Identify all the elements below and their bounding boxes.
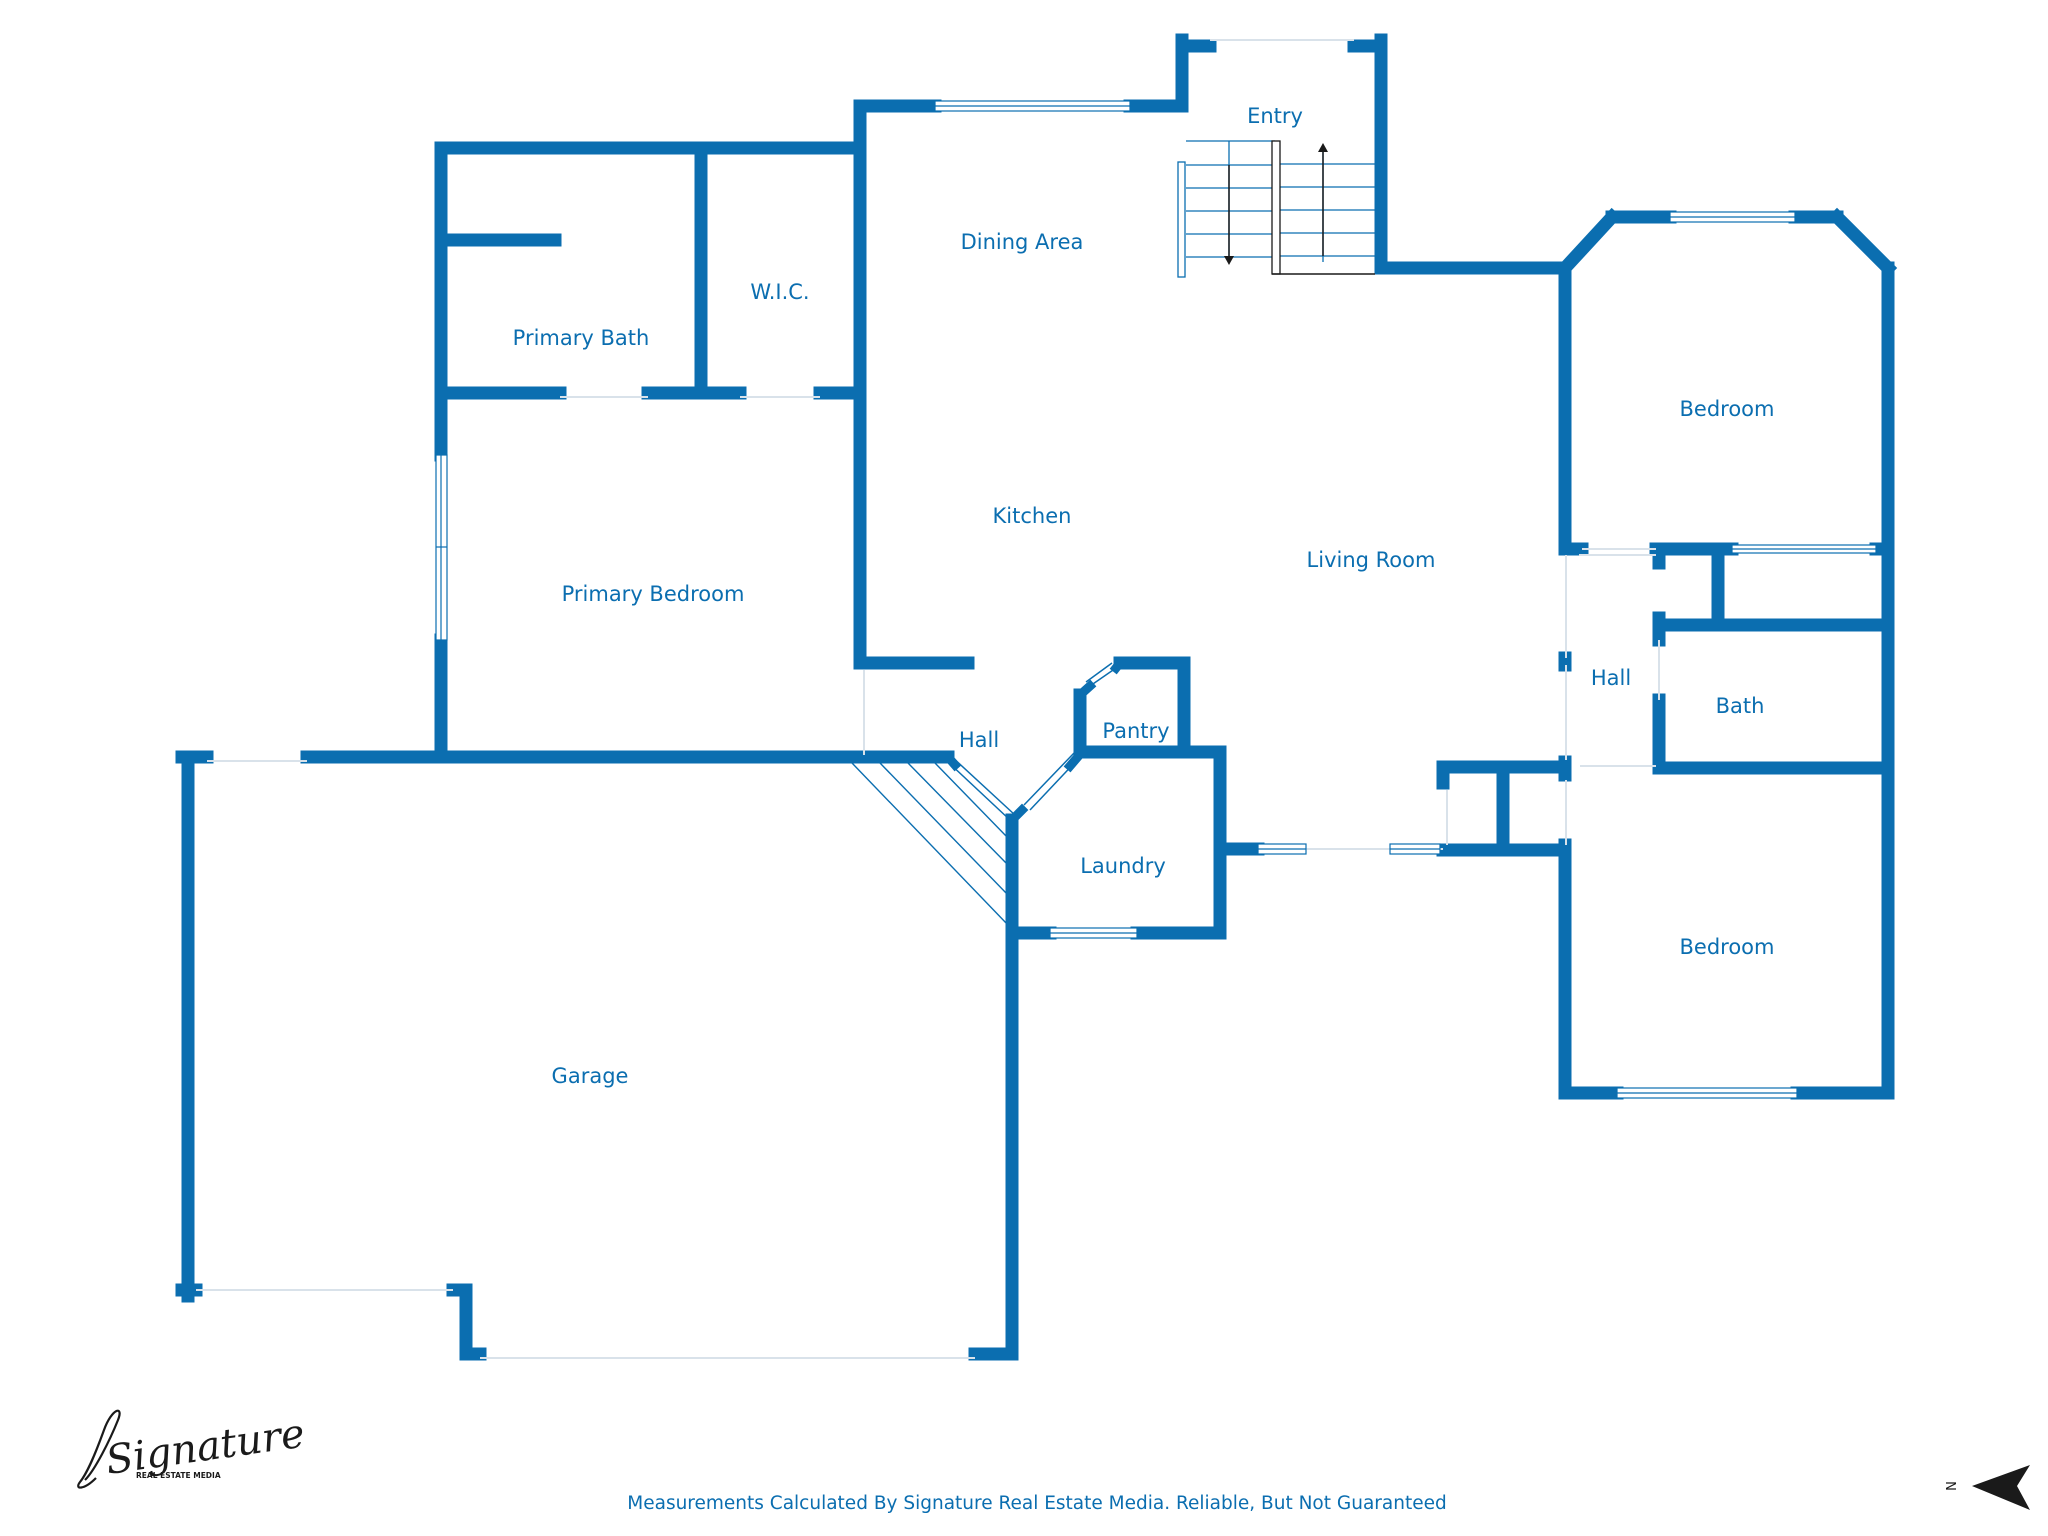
wall-hall-diag-low (1063, 745, 1089, 773)
stair-down-arrow-icon (1224, 256, 1234, 265)
stair-treads-right (1278, 150, 1375, 262)
stair-center-rail (1271, 140, 1281, 275)
wall-pantry-diag-upper (1073, 679, 1097, 702)
room-label-hall-center: Hall (959, 728, 999, 752)
stair-treads-left (1186, 140, 1275, 262)
angled-walls (941, 656, 1127, 827)
openings (196, 39, 1660, 1359)
walls (175, 33, 1898, 1361)
wall-wing-diag-left (1555, 207, 1622, 278)
company-logo: Signature REAL ESTATE MEDIA (77, 1409, 307, 1489)
room-label-primary-bedroom: Primary Bedroom (562, 582, 745, 606)
north-arrow-icon (1972, 1465, 2030, 1510)
compass-letter: N (1945, 1481, 1960, 1491)
stair-rail-left (1177, 161, 1186, 278)
hall-diagonal-opening (947, 662, 1117, 821)
wall-hall-pivot-2 (941, 750, 962, 772)
stair-up-arrow-icon (1318, 143, 1328, 152)
room-label-primary-bath: Primary Bath (513, 326, 650, 350)
garage-steps (851, 762, 1009, 926)
room-label-pantry: Pantry (1102, 719, 1169, 743)
room-label-garage: Garage (552, 1064, 629, 1088)
logo-swash-icon (77, 1409, 121, 1489)
footer-disclaimer: Measurements Calculated By Signature Rea… (627, 1493, 1446, 1514)
room-label-living-room: Living Room (1307, 548, 1436, 572)
room-label-bedroom-upper: Bedroom (1680, 397, 1775, 421)
wall-wing-diag-right (1827, 207, 1898, 278)
wall-pantry-diag-top (1109, 656, 1127, 675)
room-label-hall-right: Hall (1591, 666, 1631, 690)
room-label-dining-area: Dining Area (961, 230, 1084, 254)
room-label-wic: W.I.C. (750, 280, 809, 304)
staircase (1177, 140, 1375, 278)
room-labels: Entry Dining Area W.I.C. Primary Bath Ki… (513, 104, 1775, 1088)
logo-sub-text: REAL ESTATE MEDIA (136, 1471, 221, 1480)
compass: N (1945, 1465, 2030, 1510)
wall-hall-pivot (1005, 803, 1029, 827)
room-label-kitchen: Kitchen (993, 504, 1072, 528)
windows (435, 100, 1877, 1099)
room-label-entry: Entry (1247, 104, 1303, 128)
room-label-laundry: Laundry (1080, 854, 1166, 878)
room-label-bedroom-lower: Bedroom (1680, 935, 1775, 959)
room-label-bath: Bath (1716, 694, 1765, 718)
